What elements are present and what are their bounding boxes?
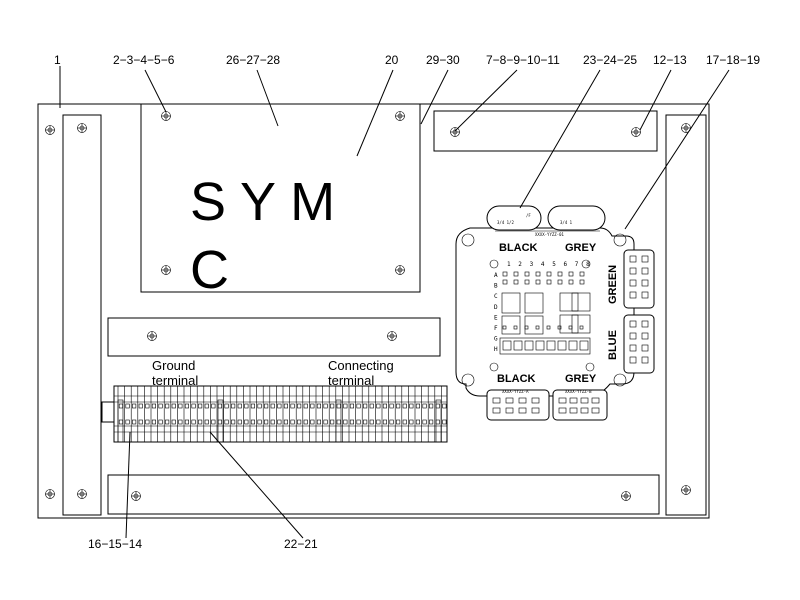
- top-right-plate: [433, 110, 658, 152]
- callout-16-14: 16−15−14: [88, 537, 142, 551]
- screw-icon: [147, 331, 157, 341]
- svg-text:XXXX-YYZZ-B: XXXX-YYZZ-B: [565, 389, 592, 394]
- bottom-rail: [107, 474, 660, 515]
- screw-icon: [131, 491, 141, 501]
- black-bottom-connector: [486, 389, 550, 421]
- column-number: 5: [552, 261, 556, 268]
- middle-rail: [107, 317, 441, 357]
- leader-lines: [59, 66, 730, 539]
- left-rail: [62, 114, 102, 516]
- screw-icon: [45, 125, 55, 135]
- row-letter: A: [494, 272, 498, 279]
- screw-icon: [77, 123, 87, 133]
- callout-22-21: 22−21: [284, 537, 318, 551]
- callout-23-25: 23−24−25: [583, 53, 637, 67]
- callout-26-28: 26−27−28: [226, 53, 280, 67]
- column-number: 4: [541, 261, 545, 268]
- green-connector: [623, 249, 655, 309]
- screw-icon: [621, 491, 631, 501]
- grey-bottom-connector: [552, 389, 608, 421]
- row-letter: G: [494, 336, 498, 343]
- callout-20: 20: [385, 53, 399, 67]
- screw-icon: [161, 265, 171, 275]
- callout-2-6: 2−3−4−5−6: [113, 53, 175, 67]
- row-letter: C: [494, 293, 498, 300]
- screw-icon: [161, 111, 171, 121]
- ground-terminal-label-2: terminal: [152, 373, 198, 388]
- right-rail: [665, 114, 707, 516]
- nameplate: [140, 103, 421, 293]
- column-number: 1: [507, 261, 511, 268]
- label-grey-bottom: GREY: [565, 373, 597, 385]
- label-blue: BLUE: [607, 330, 619, 360]
- screw-icon: [387, 331, 397, 341]
- row-letter: E: [494, 314, 498, 321]
- brand-line-1: S Y M: [190, 172, 335, 232]
- column-number: 7: [575, 261, 579, 268]
- screw-icon: [450, 127, 460, 137]
- column-number: 2: [518, 261, 522, 268]
- connecting-terminal-label-1: Connecting: [328, 358, 394, 373]
- terminal-strip: [101, 385, 448, 443]
- row-letter: D: [494, 304, 498, 311]
- screw-icon: [395, 265, 405, 275]
- label-black-top: BLACK: [499, 242, 538, 254]
- label-grey-top: GREY: [565, 242, 597, 254]
- row-letter: F: [494, 325, 498, 332]
- column-number: 3: [530, 261, 534, 268]
- svg-text:3/4 1: 3/4 1: [560, 220, 573, 225]
- label-green: GREEN: [607, 265, 619, 304]
- column-number: 8: [586, 261, 590, 268]
- row-letter: H: [494, 346, 498, 353]
- screw-icon: [395, 111, 405, 121]
- ground-terminal-label-1: Ground: [152, 358, 195, 373]
- screw-icon: [77, 489, 87, 499]
- callout-29-30: 29−30: [426, 53, 460, 67]
- callout-1: 1: [54, 53, 61, 67]
- callout-12-13: 12−13: [653, 53, 687, 67]
- label-black-bottom: BLACK: [497, 373, 536, 385]
- blue-connector: [623, 314, 655, 374]
- screws: [45, 111, 691, 501]
- screw-icon: [45, 489, 55, 499]
- svg-text:3/4 1/2: 3/4 1/2: [497, 220, 514, 225]
- svg-text:/F: /F: [526, 213, 531, 218]
- callout-17-19: 17−18−19: [706, 53, 760, 67]
- svg-text:XXXX-YYZZ-01: XXXX-YYZZ-01: [535, 232, 564, 237]
- connector-board: 3/4 1/2 /F 3/4 1 XXXX-YYZZ-01 BLACK GREY…: [455, 205, 635, 397]
- svg-text:XXXX-YYZZ-A: XXXX-YYZZ-A: [502, 389, 529, 394]
- column-number: 6: [564, 261, 568, 268]
- brand-line-2: C: [190, 240, 229, 300]
- screw-icon: [631, 127, 641, 137]
- connecting-terminal-label-2: terminal: [328, 373, 374, 388]
- callout-7-11: 7−8−9−10−11: [486, 53, 560, 67]
- row-letter: B: [494, 283, 498, 290]
- screw-icon: [681, 485, 691, 495]
